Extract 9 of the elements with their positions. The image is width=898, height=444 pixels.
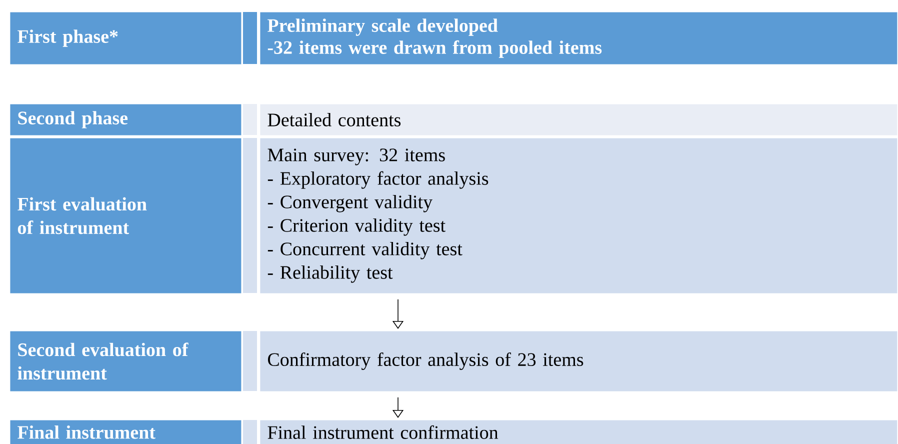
phase-label-cell: Second evaluation of instrument <box>10 331 242 392</box>
content-cell: Detailed contents <box>260 104 898 136</box>
content-cell: Final instrument confirmation <box>260 420 898 444</box>
phase-label-cell: Final instrument <box>10 420 242 444</box>
content-cell: Preliminary scale developed -32 items were drawn from pooled items <box>260 12 898 64</box>
content-cell: Main survey: 32 items - Exploratory factor analysis - Convergent validity - Criterion validity test - Concurrent validity test - Reliability test <box>260 138 898 294</box>
phase-label-cell: Second phase <box>10 104 242 136</box>
phase-label-cell: First evaluation of instrument <box>10 138 242 294</box>
content-cell: Confirmatory factor analysis of 23 items <box>260 331 898 392</box>
